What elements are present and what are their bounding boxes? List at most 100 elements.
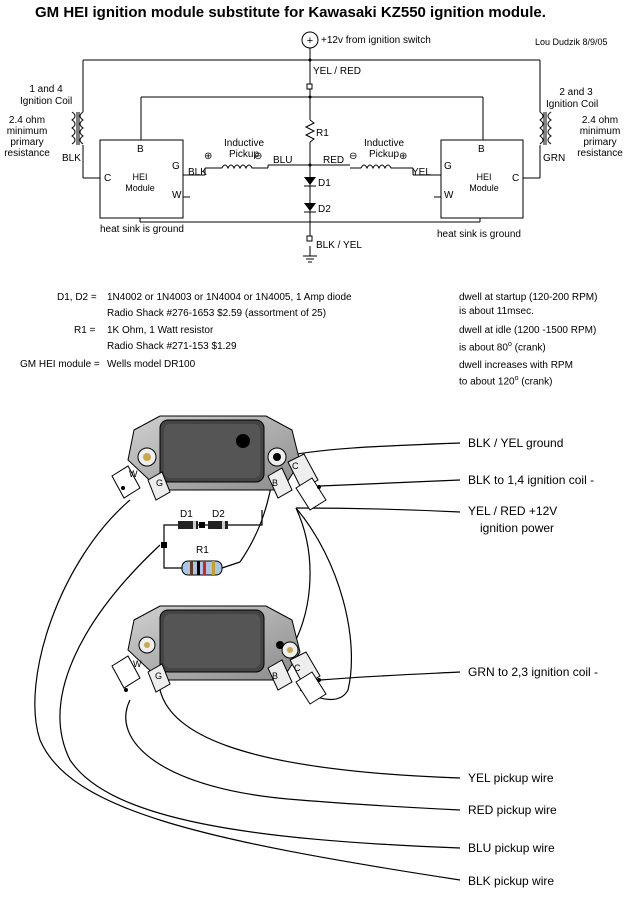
author-date: Lou Dudzik 8/9/05 [535,37,608,47]
dwell-startup-1: dwell at startup (120-200 RPM) [459,292,598,303]
label-yel-red-power-2: ignition power [480,521,555,535]
r1-label: R1 [316,128,329,139]
diode-d1-symbol [304,177,316,187]
dwell-idle-2: is about 80o (crank) [459,341,546,354]
lower-module-pin-c: C [294,663,301,673]
left-hei-module-box [99,139,184,219]
junction-dots [308,58,312,167]
right-coil-res-3: primary [583,137,617,148]
label-blk-pickup: BLK pickup wire [468,874,555,888]
dwell-high-1: dwell increases with RPM [459,360,573,371]
parts-diode-desc-1: 1N4002 or 1N4003 or 1N4004 or 1N4005, 1 … [107,292,352,303]
svg-text:+: + [307,35,313,47]
left-module-pin-g: G [172,161,180,172]
d1-label: D1 [318,178,331,189]
left-coil-res-3: primary [10,137,44,148]
right-coil-res-1: 2.4 ohm [581,115,619,126]
label-blu-pickup: BLU pickup wire [468,841,555,855]
top-module-pin-w: W [129,469,138,479]
diagram-title: GM HEI ignition module substitute for Ka… [35,4,546,21]
left-coil-label-2: Ignition Coil [20,96,73,107]
pictorial-diode-d2 [208,521,228,529]
left-coil-label-1: 1 and 4 [29,84,63,95]
label-blk-yel-ground: BLK / YEL ground [468,436,564,450]
left-module-label-2: Module [125,183,155,193]
parts-diode-desc-2: Radio Shack #276-1653 $2.59 (assortment … [107,308,327,319]
dwell-high-2: to about 120o (crank) [459,375,553,388]
dwell-idle-1: dwell at idle (1200 -1500 RPM) [459,325,597,336]
right-coil-label-1: 2 and 3 [559,87,593,98]
right-coil-label-2: Ignition Coil [546,99,599,110]
right-module-pin-g: G [444,161,452,172]
right-coil-res-4: resistance [577,148,623,159]
right-heatsink-note: heat sink is ground [437,229,521,240]
diode-d2-symbol [304,203,316,213]
left-module-pin-b: B [137,144,144,155]
left-coil-wire: BLK [62,153,81,164]
right-pickup-wire-out: YEL [412,167,431,178]
right-module-pin-w: W [444,190,454,201]
left-ignition-coil-symbol [71,111,84,145]
left-pickup-minus-icon: ⊖ [254,151,263,162]
pictorial-diode-d1 [178,521,198,529]
top-module-pin-c: C [292,461,299,471]
right-pickup-label-1: Inductive [363,138,405,149]
right-hei-module-box [440,139,524,219]
lower-module-pin-w: W [133,659,142,669]
dwell-startup-2: is about 11msec. [459,306,534,317]
ground-wire-label: BLK / YEL [316,240,362,251]
left-coil-res-1: 2.4 ohm [8,115,46,126]
parts-module-label: GM HEI module = [20,359,100,370]
right-module-label-2: Module [469,183,499,193]
supply-terminal-icon [301,31,319,49]
label-yel-red-power-1: YEL / RED +12V [468,504,558,518]
right-module-pin-c: C [512,173,520,184]
left-pickup-wire-out: BLU [273,155,293,166]
right-pickup-wire-in: RED [323,155,345,166]
schematic-wires [82,48,541,256]
right-ignition-coil-symbol [539,111,552,145]
lower-module-pin-b: B [272,671,279,681]
label-blk-coil: BLK to 1,4 ignition coil - [468,473,595,487]
pictorial-d1-label: D1 [180,509,193,520]
left-coil-res-2: minimum [6,126,48,137]
left-pickup-wire-in: BLK [188,167,207,178]
right-module-pin-b: B [478,144,485,155]
supply-wire-label: YEL / RED [313,66,361,77]
r1-resistor-symbol [304,119,316,143]
left-coil-res-4: resistance [4,148,50,159]
left-module-pin-w: W [172,190,182,201]
top-module-pin-b: B [272,478,279,488]
label-grn-coil: GRN to 2,3 ignition coil - [468,665,599,679]
parts-resistor-desc-1: 1K Ohm, 1 Watt resistor [107,325,214,336]
pictorial-d2-label: D2 [212,509,225,520]
parts-resistor-desc-2: Radio Shack #271-153 $1.29 [107,341,237,352]
parts-diode-label: D1, D2 = [57,292,97,303]
terminal-square [306,235,313,242]
right-pickup-coil-symbol [360,164,395,170]
right-pickup-label-2: Pickup [368,149,399,160]
right-coil-wire: GRN [543,153,566,164]
terminal-square [306,83,313,90]
label-yel-pickup: YEL pickup wire [468,771,554,785]
right-module-label-1: HEI [476,172,492,182]
left-heatsink-note: heat sink is ground [100,224,184,235]
pictorial-resistor-r1 [181,560,223,576]
left-pickup-plus-icon: ⊕ [204,151,213,162]
pictorial-r1-label: R1 [196,545,209,556]
right-coil-res-2: minimum [579,126,621,137]
left-pickup-coil-symbol [221,164,256,170]
right-pickup-minus-icon: ⊖ [349,151,358,162]
parts-resistor-label: R1 = [74,325,96,336]
supply-label: +12v from ignition switch [321,35,431,46]
label-red-pickup: RED pickup wire [468,803,557,817]
left-pickup-label-1: Inductive [223,138,265,149]
parts-module-desc: Wells model DR100 [107,359,196,370]
left-module-label-1: HEI [132,172,148,182]
left-module-pin-c: C [104,173,112,184]
lower-module-pin-g: G [155,671,163,681]
